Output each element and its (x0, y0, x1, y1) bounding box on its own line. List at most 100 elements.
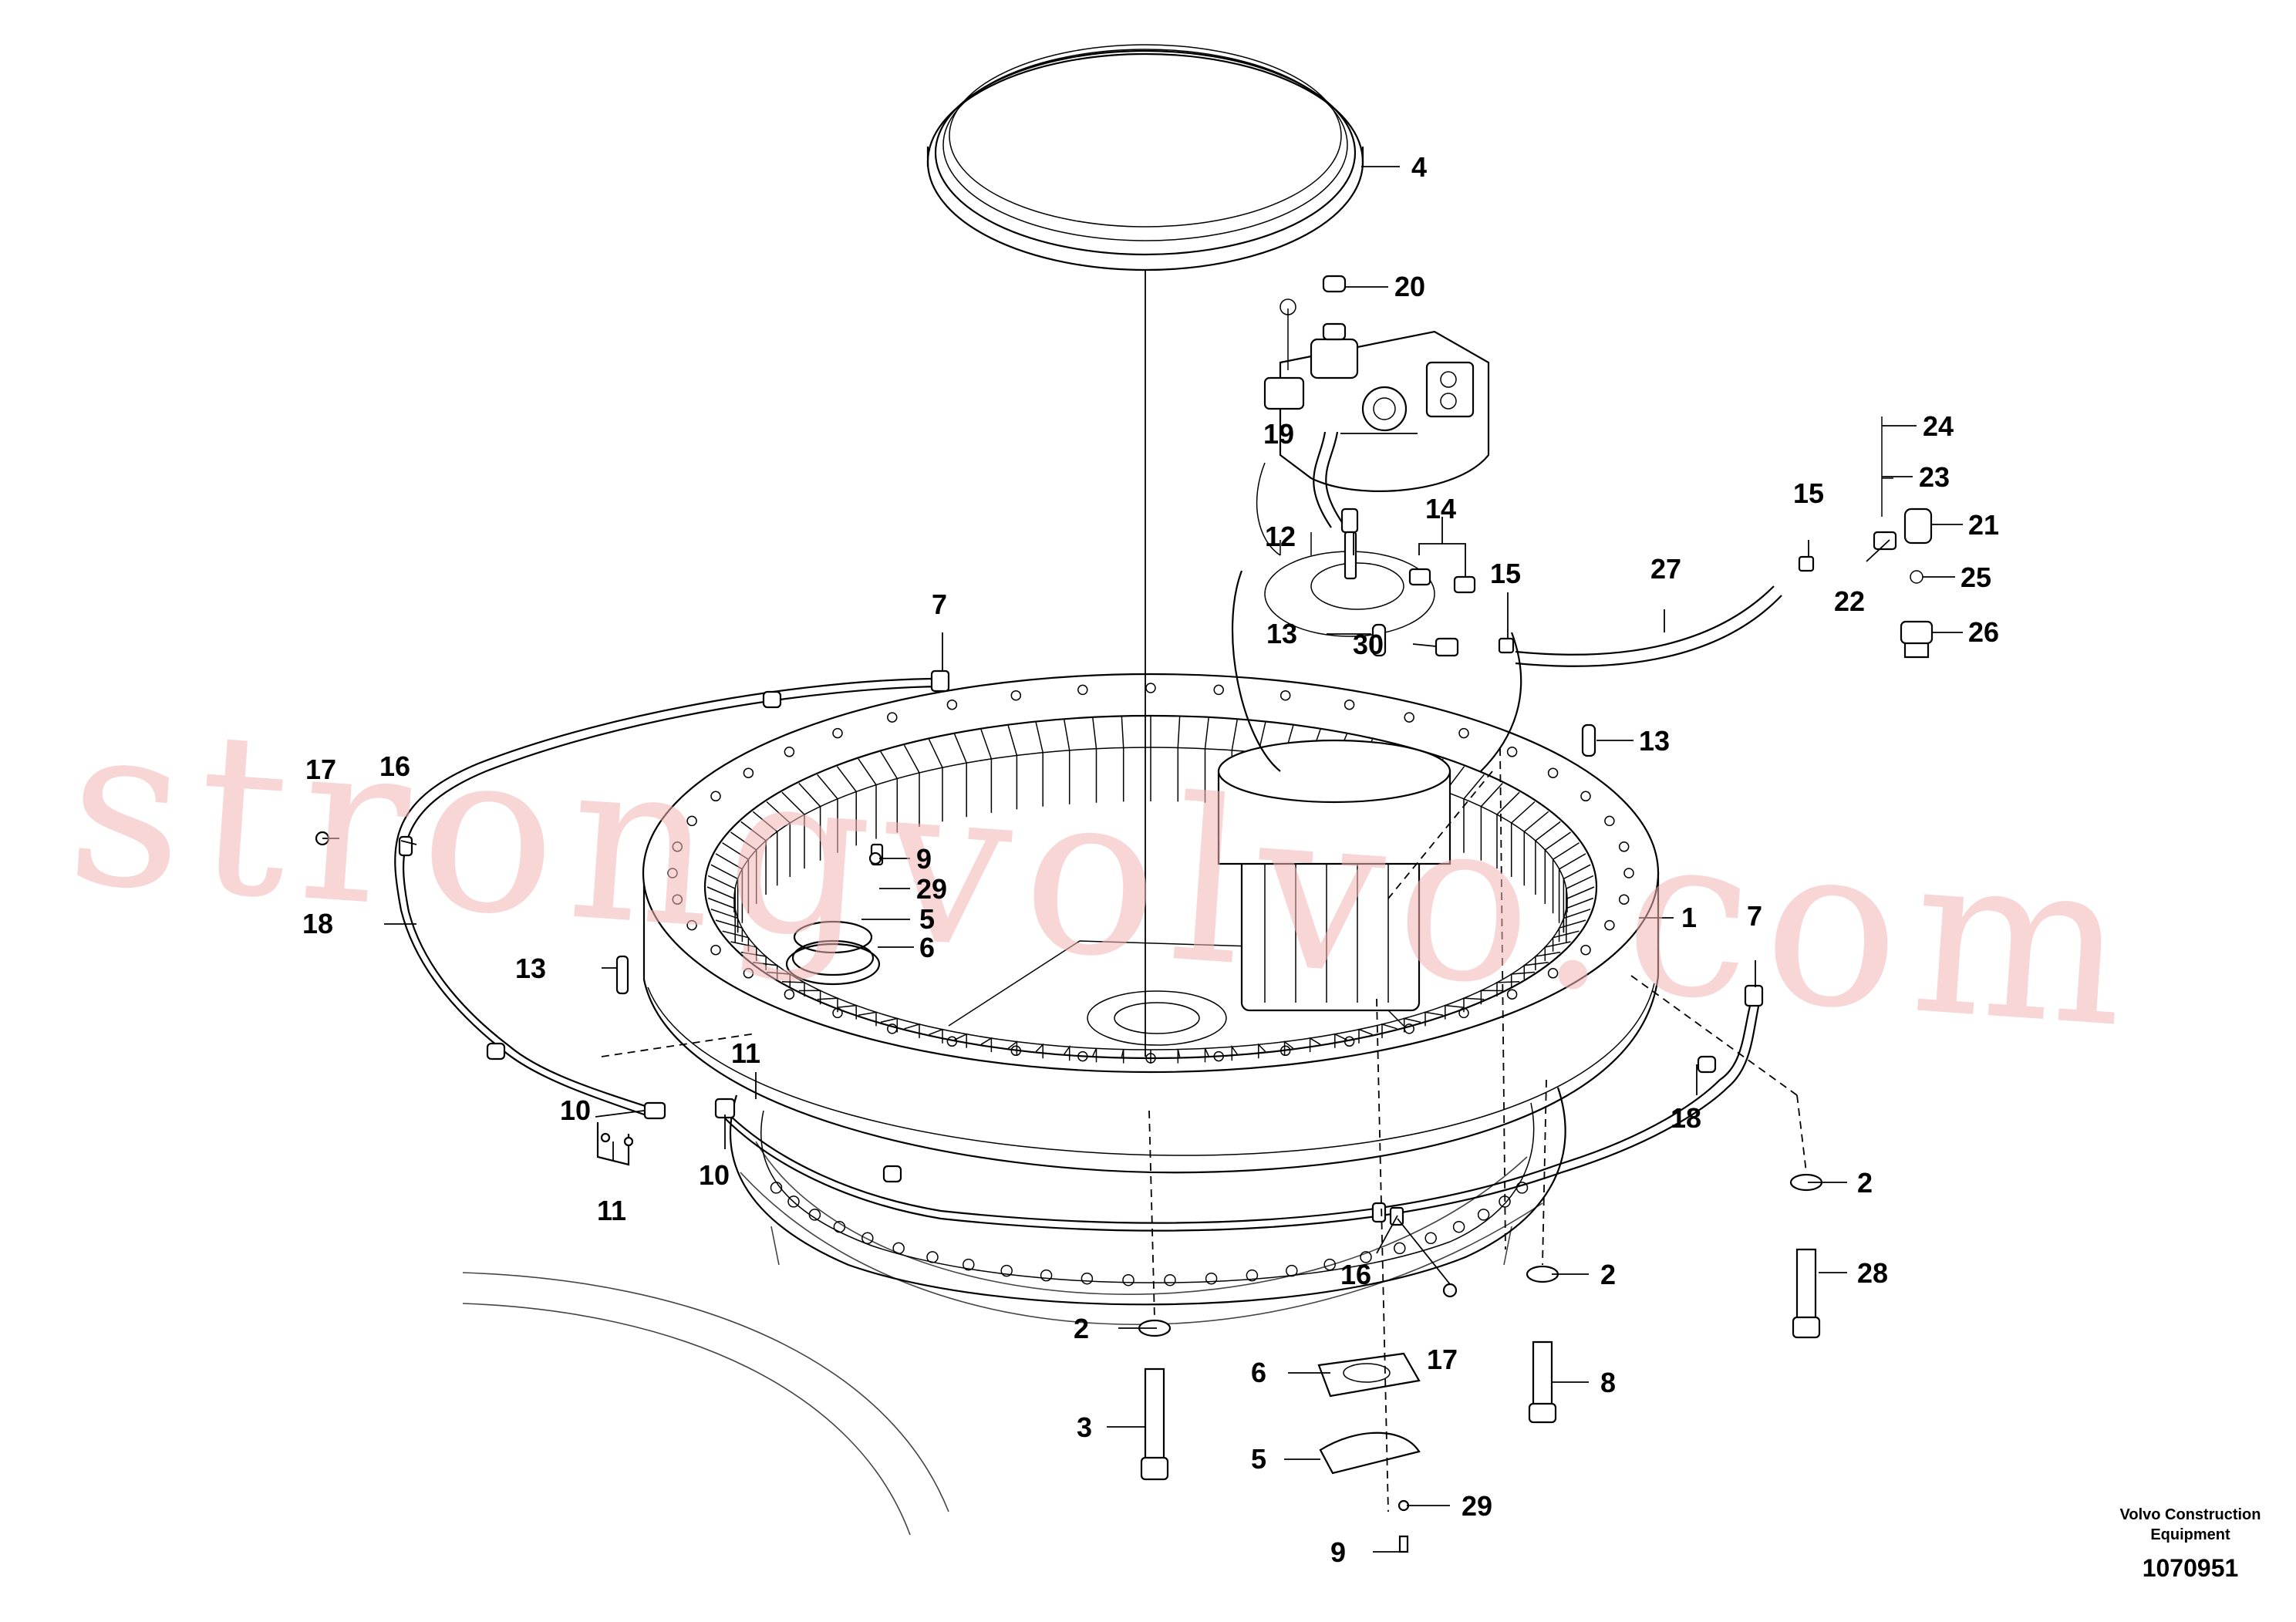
callout-1: 1 (1681, 902, 1697, 933)
callout-11b: 11 (597, 1195, 626, 1226)
callout-10a: 10 (560, 1094, 591, 1126)
callout-24: 24 (1923, 410, 1954, 442)
seal-ring-part-4 (926, 44, 1364, 271)
gear-tooth (1007, 725, 1018, 810)
gear-tooth (1092, 717, 1097, 803)
gear-tooth (1480, 782, 1503, 861)
gear-tooth (752, 811, 778, 886)
callout-28: 28 (1857, 1257, 1888, 1289)
gear-tooth (1558, 919, 1586, 943)
callout-5b: 5 (1251, 1443, 1266, 1475)
housing-bolt-hole (1205, 1272, 1218, 1285)
callout-25: 25 (1961, 561, 1991, 593)
gear-tooth (980, 1037, 993, 1053)
gear-tooth (1544, 941, 1571, 961)
ring-bolt-hole (710, 944, 721, 956)
housing-bolt-hole (963, 1258, 975, 1271)
housing-bolt-hole (1122, 1273, 1135, 1286)
gear-tooth (1566, 875, 1594, 943)
callout-5a: 5 (919, 903, 935, 935)
gear-tooth (766, 971, 791, 988)
gear-tooth (1424, 1011, 1444, 1027)
swing-motor-gearbox (1217, 532, 1522, 1012)
callout-19: 19 (1263, 418, 1294, 450)
ring-bolt-hole (1580, 791, 1591, 802)
gear-tooth (1510, 971, 1536, 988)
callout-2c: 2 (1074, 1313, 1089, 1344)
callout-4: 4 (1411, 151, 1427, 183)
callout-10b: 10 (699, 1159, 730, 1191)
callout-16b: 16 (1340, 1259, 1371, 1290)
ring-bolt-hole (1344, 699, 1355, 710)
callout-15b: 15 (1793, 477, 1824, 509)
ring-bolt-hole (1010, 1045, 1022, 1057)
housing-bolt-hole (1360, 1251, 1372, 1263)
ring-bolt-hole (1604, 919, 1615, 931)
ring-bolt-hole (1458, 727, 1469, 739)
gear-tooth (740, 951, 767, 970)
gear-tooth (1035, 722, 1043, 807)
gear-tooth (1007, 1040, 1018, 1056)
gear-tooth (1358, 1028, 1373, 1044)
gear-tooth (798, 990, 821, 1005)
callout-9a: 9 (916, 843, 932, 875)
gear-tooth (766, 801, 791, 877)
gear-tooth (1177, 717, 1181, 802)
gear-tooth (1258, 1043, 1266, 1059)
gear-tooth (954, 733, 967, 818)
ring-bolt-hole (1077, 1050, 1088, 1062)
ring-bolt-hole (710, 791, 721, 802)
gear-tooth (1035, 1043, 1043, 1059)
ring-bolt-hole (1604, 815, 1615, 827)
gear-tooth (1177, 1049, 1181, 1064)
gear-tooth (1381, 1023, 1397, 1038)
callout-2a: 2 (1857, 1167, 1873, 1199)
gear-tooth (707, 875, 736, 943)
housing-bolt-hole (1164, 1273, 1176, 1286)
credit-block: Volvo Construction Equipment 1070951 (2120, 1506, 2261, 1582)
ring-bolt-hole (1279, 1045, 1291, 1057)
gear-tooth (1535, 951, 1561, 970)
housing-bolt-hole (1323, 1258, 1336, 1271)
gear-tooth (1535, 821, 1561, 895)
callout-21: 21 (1968, 509, 1999, 541)
callout-6b: 6 (1251, 1357, 1266, 1388)
ring-bolt-hole (1618, 894, 1630, 905)
gear-tooth (1064, 720, 1070, 804)
housing-bolt-hole (861, 1232, 874, 1245)
callout-7b: 7 (1747, 900, 1762, 932)
gear-tooth (1121, 1049, 1124, 1064)
ring-bolt-hole (946, 1036, 958, 1047)
housing-bolt-hole (1286, 1264, 1298, 1277)
callout-15a: 15 (1490, 558, 1521, 589)
gear-tooth (1064, 1044, 1070, 1061)
ring-bolt-hole (1623, 868, 1634, 878)
gear-tooth (1309, 1037, 1321, 1053)
gear-tooth (706, 886, 735, 912)
ring-bolt-hole (1618, 841, 1630, 852)
gear-tooth (1231, 1044, 1238, 1061)
gear-tooth (730, 941, 757, 961)
upper-frame-outline (462, 1141, 1543, 1536)
callout-9b: 9 (1330, 1536, 1346, 1568)
housing-bolt-hole (787, 1195, 800, 1208)
gear-tooth (904, 1023, 920, 1038)
gear-tooth (880, 751, 899, 833)
gear-tooth (880, 1017, 899, 1033)
gear-tooth (1523, 961, 1549, 980)
gear-tooth (1334, 1033, 1347, 1048)
gear-tooth (1544, 831, 1571, 904)
callout-22: 22 (1834, 585, 1865, 617)
reference-number: 1070951 (2143, 1554, 2239, 1582)
callout-20: 20 (1394, 271, 1425, 302)
bolts-and-washers (785, 851, 1823, 1553)
gear-tooth (1510, 801, 1536, 877)
callout-6a: 6 (919, 932, 935, 963)
callout-18b: 18 (1671, 1102, 1701, 1134)
fittings (315, 275, 1934, 1298)
callout-17a: 17 (305, 754, 336, 785)
callout-17b: 17 (1427, 1344, 1458, 1375)
gear-tooth (740, 821, 767, 895)
callout-23: 23 (1919, 461, 1950, 493)
ring-bolt-hole (1213, 684, 1224, 696)
